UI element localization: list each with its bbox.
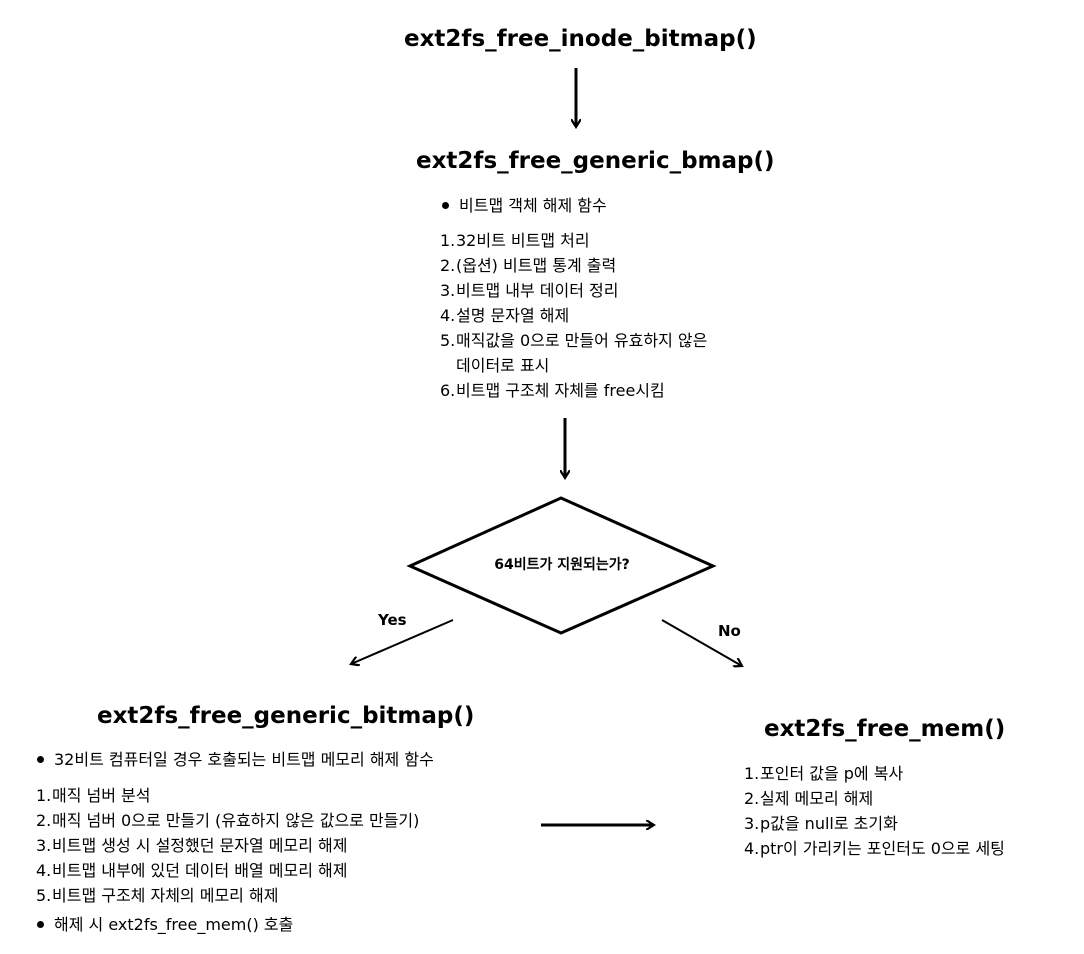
arrow-yes bbox=[351, 619, 454, 664]
list-item: 3.p값을 null로 초기화 bbox=[744, 814, 898, 833]
title-generic-bitmap: ext2fs_free_generic_bitmap() bbox=[97, 703, 475, 729]
list-item: 2.(옵션) 비트맵 통계 출력 bbox=[440, 256, 617, 275]
list-item: 1.포인터 값을 p에 복사 bbox=[744, 764, 904, 783]
bmap-bullet-list: 비트맵 객체 해제 함수 bbox=[441, 193, 607, 218]
list-item: 3.비트맵 내부 데이터 정리 bbox=[440, 281, 619, 300]
bitmap-steps: 1.매직 넘버 분석 2.매직 넘버 0으로 만들기 (유효하지 않은 값으로 … bbox=[36, 783, 419, 908]
list-item: 1.32비트 비트맵 처리 bbox=[440, 231, 590, 250]
list-item: 2.실제 메모리 해제 bbox=[744, 789, 874, 808]
list-item: 3.비트맵 생성 시 설정했던 문자열 메모리 해제 bbox=[36, 836, 348, 855]
list-item: 4.ptr이 가리키는 포인터도 0으로 세팅 bbox=[744, 839, 1005, 858]
decision-text: 64비트가 지원되는가? bbox=[494, 557, 630, 573]
bitmap-bullet-list: 32비트 컴퓨터일 경우 호출되는 비트맵 메모리 해제 함수 bbox=[36, 747, 434, 772]
yes-label: Yes bbox=[378, 611, 407, 629]
decision-diamond bbox=[406, 496, 717, 635]
title-inode-bitmap: ext2fs_free_inode_bitmap() bbox=[404, 26, 757, 52]
bitmap-bullet: 32비트 컴퓨터일 경우 호출되는 비트맵 메모리 해제 함수 bbox=[36, 747, 434, 772]
list-item: 4.비트맵 내부에 있던 데이터 배열 메모리 해제 bbox=[36, 861, 348, 880]
title-free-mem: ext2fs_free_mem() bbox=[764, 716, 1006, 742]
bitmap-footer-bullet-list: 해제 시 ext2fs_free_mem() 호출 bbox=[36, 912, 293, 937]
arrow-no bbox=[661, 619, 742, 666]
list-item: 6.비트맵 구조체 자체를 free시킴 bbox=[440, 381, 665, 400]
list-item: 4.설명 문자열 해제 bbox=[440, 306, 570, 325]
bitmap-footer-bullet: 해제 시 ext2fs_free_mem() 호출 bbox=[36, 912, 293, 937]
list-item: 2.매직 넘버 0으로 만들기 (유효하지 않은 값으로 만들기) bbox=[36, 811, 420, 830]
bmap-steps: 1.32비트 비트맵 처리 2.(옵션) 비트맵 통계 출력 3.비트맵 내부 … bbox=[440, 228, 707, 403]
list-item: 1.매직 넘버 분석 bbox=[36, 786, 151, 805]
mem-steps: 1.포인터 값을 p에 복사 2.실제 메모리 해제 3.p값을 null로 초… bbox=[744, 761, 1005, 861]
list-item: 5.비트맵 구조체 자체의 메모리 해제 bbox=[36, 886, 279, 905]
title-generic-bmap: ext2fs_free_generic_bmap() bbox=[416, 148, 775, 174]
bmap-bullet: 비트맵 객체 해제 함수 bbox=[441, 193, 607, 218]
no-label: No bbox=[718, 622, 741, 640]
